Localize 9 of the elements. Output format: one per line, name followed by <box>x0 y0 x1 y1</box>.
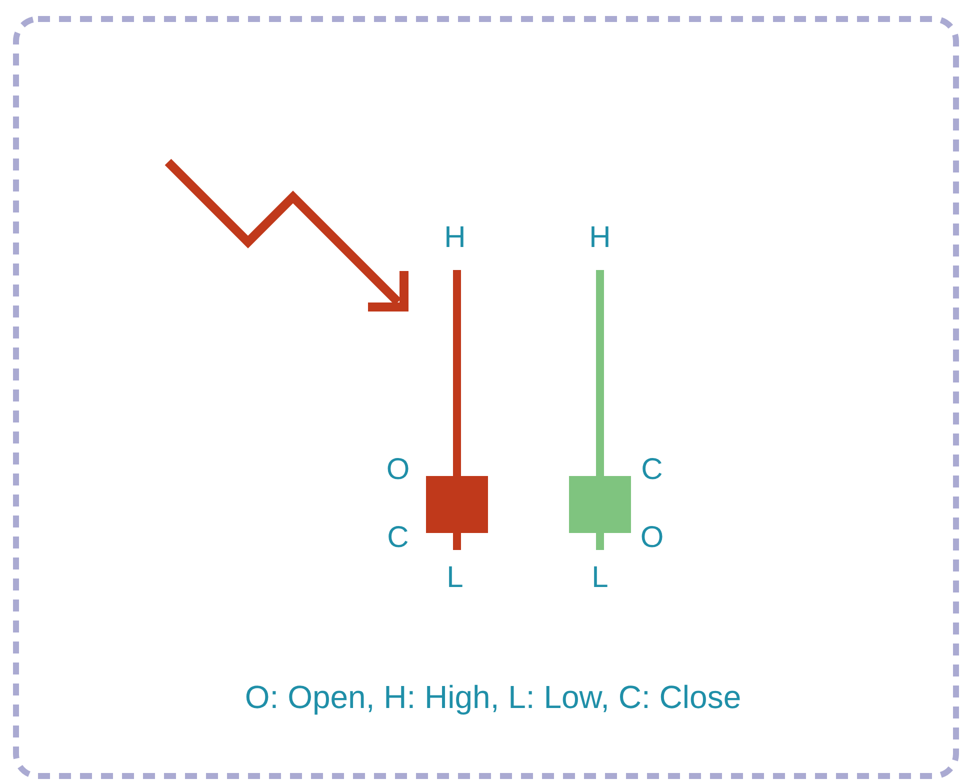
open-label: O <box>386 453 410 487</box>
open-label: O <box>640 521 664 555</box>
high-label: H <box>589 221 611 255</box>
high-label: H <box>444 221 466 255</box>
close-label: C <box>641 453 663 487</box>
close-label: C <box>387 521 409 555</box>
caption: O: Open, H: High, L: Low, C: Close <box>244 680 742 714</box>
low-label: L <box>592 561 608 595</box>
low-label: L <box>446 561 464 595</box>
